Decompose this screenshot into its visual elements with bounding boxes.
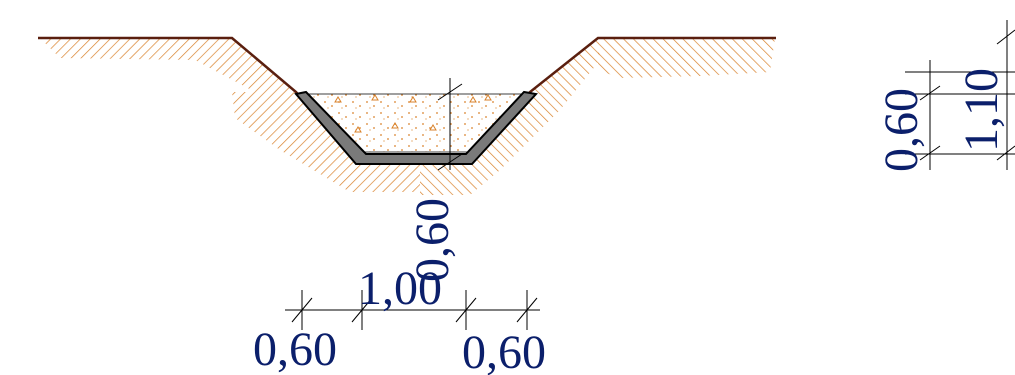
channel-lining [294,90,538,165]
gravel-fill-triangles [334,94,492,133]
side-total-label: 1,10 [955,68,1008,152]
fill-depth-dimension [437,78,463,171]
bottom-dimension-chain [285,290,540,330]
fill-depth-label: 0,60 [406,198,459,282]
bottom-width-label: 1,00 [358,262,442,315]
side-dimension-chain [905,20,1015,170]
right-slope-width-label: 0,60 [462,326,546,375]
side-lower-label: 0,60 [875,88,928,172]
left-slope-width-label: 0,60 [253,323,337,375]
